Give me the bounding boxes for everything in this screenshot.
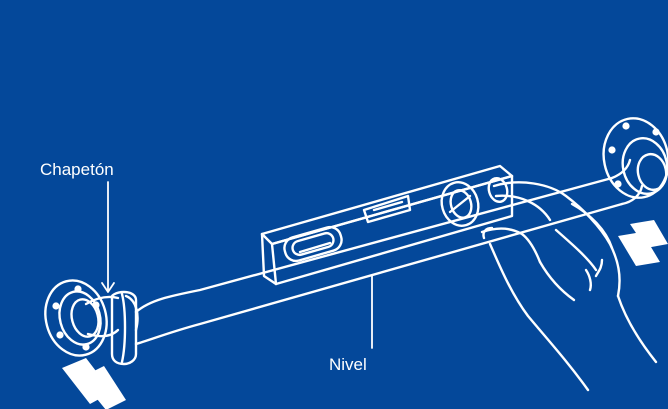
chapeton-leader-arrowhead <box>101 282 115 293</box>
right-wall-flange <box>602 117 668 199</box>
spirit-level <box>260 164 514 286</box>
left-wall-flange <box>44 279 108 357</box>
hand <box>480 181 658 392</box>
leader-lines <box>101 181 373 349</box>
chapeton-ring <box>110 290 138 366</box>
grab-bar <box>124 176 624 346</box>
insert-arrow-left-icon <box>62 358 126 409</box>
nivel-label: Nivel <box>329 355 367 374</box>
insert-arrow-right-icon <box>618 220 668 266</box>
left-elbow <box>84 295 120 338</box>
chapeton-label: Chapetón <box>40 160 114 179</box>
